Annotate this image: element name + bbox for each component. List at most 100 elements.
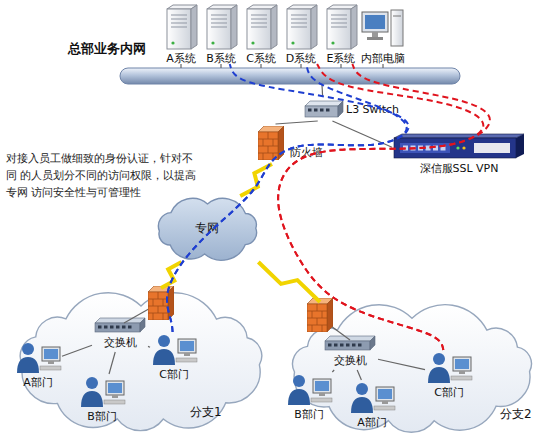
monitor-stand xyxy=(372,32,378,37)
server-side xyxy=(271,5,277,49)
server-slot xyxy=(211,19,227,20)
network-bus-shape xyxy=(120,68,460,84)
vpn-top xyxy=(394,134,524,138)
vpn-badge xyxy=(474,143,510,153)
access-path xyxy=(167,64,409,332)
server-slot xyxy=(291,23,307,24)
switch-node-shape xyxy=(325,336,375,350)
network-link xyxy=(382,64,383,68)
vpn-panel xyxy=(400,143,450,153)
connectors xyxy=(62,64,490,380)
server-slot xyxy=(171,15,187,16)
server-label: B系统 xyxy=(206,52,236,65)
access-path xyxy=(167,64,407,332)
switch-port xyxy=(326,109,330,112)
switch-front xyxy=(325,341,370,350)
switch-side xyxy=(338,101,343,117)
department-user: A部门 xyxy=(348,380,396,430)
server-label: A系统 xyxy=(166,52,196,65)
desk-stand xyxy=(459,371,465,374)
vpn-port xyxy=(418,146,423,151)
department-user-shape xyxy=(150,332,198,366)
person-head xyxy=(433,353,445,365)
switch-node: 交换机 xyxy=(92,318,148,352)
server-node-shape xyxy=(203,4,239,50)
computer-label: 内部电脑 xyxy=(361,52,405,65)
server-side xyxy=(351,5,357,49)
department-user: C部门 xyxy=(425,350,473,400)
server-front xyxy=(207,9,231,49)
switch-port xyxy=(352,344,356,347)
vpn-side xyxy=(516,134,524,158)
server-node-shape xyxy=(323,4,359,50)
department-label: C部门 xyxy=(159,368,189,381)
department-label: B部门 xyxy=(294,408,324,421)
branch-label: 分支2 xyxy=(500,408,532,421)
switch-port xyxy=(104,326,108,329)
desk-keyboard xyxy=(311,398,332,402)
person-body xyxy=(351,397,373,413)
switch-label: 交换机 xyxy=(104,336,137,349)
vpn-port xyxy=(411,146,416,151)
desk-monitor xyxy=(42,347,60,361)
l3-switch-shape xyxy=(305,101,343,117)
department-user: C部门 xyxy=(150,332,198,382)
switch-node: 交换机 xyxy=(322,336,378,370)
person-body xyxy=(288,389,310,405)
switch-front xyxy=(95,323,140,332)
computer-node-shape xyxy=(360,4,406,50)
branch-wire xyxy=(320,318,350,340)
network-link xyxy=(332,370,334,372)
network-link xyxy=(62,345,92,356)
switch-port xyxy=(320,109,324,112)
desk-stand xyxy=(319,393,325,396)
network-link xyxy=(378,359,425,369)
switch-port xyxy=(110,326,114,329)
access-path xyxy=(278,64,483,350)
server-led xyxy=(211,41,214,44)
desk-keyboard xyxy=(374,406,395,410)
desk-keyboard xyxy=(176,358,197,362)
desk-screen xyxy=(315,381,329,391)
wan-link xyxy=(258,262,320,302)
server-label: E系统 xyxy=(327,52,356,65)
desk-screen xyxy=(378,389,392,399)
vpn-led xyxy=(456,146,459,149)
network-link xyxy=(109,352,115,374)
switch-port xyxy=(122,326,126,329)
server-slot xyxy=(251,23,267,24)
branch-wire xyxy=(124,302,161,323)
server-led xyxy=(251,41,254,44)
server-node-shape xyxy=(283,4,319,50)
server-node: E系统 xyxy=(323,4,359,64)
server-label: C系统 xyxy=(246,52,276,65)
switch-label: L3 Switch xyxy=(346,103,399,116)
department-user-shape xyxy=(425,350,473,384)
branch-firewall xyxy=(307,298,333,332)
department-user: B部门 xyxy=(285,372,333,422)
server-led xyxy=(291,41,294,44)
person-head xyxy=(293,375,305,387)
switch-port xyxy=(128,326,132,329)
person-head xyxy=(22,343,34,355)
person-head xyxy=(158,335,170,347)
server-side xyxy=(191,5,197,49)
cloud-outline xyxy=(158,198,256,260)
server-slot xyxy=(331,19,347,20)
switch-port xyxy=(346,344,350,347)
server-slot xyxy=(211,27,227,28)
server-slot xyxy=(251,15,267,16)
network-link xyxy=(180,64,181,68)
department-user-shape xyxy=(285,372,333,406)
department-user-shape xyxy=(348,380,396,414)
department-label: A部门 xyxy=(357,416,387,429)
server-slot xyxy=(291,15,307,16)
desk-monitor xyxy=(376,387,394,401)
firewall-node-shape xyxy=(258,126,284,160)
wan-link xyxy=(161,262,181,288)
firewall-label: 防火墙 xyxy=(290,146,323,159)
switch-top xyxy=(325,336,375,341)
department-user-shape xyxy=(78,374,126,408)
